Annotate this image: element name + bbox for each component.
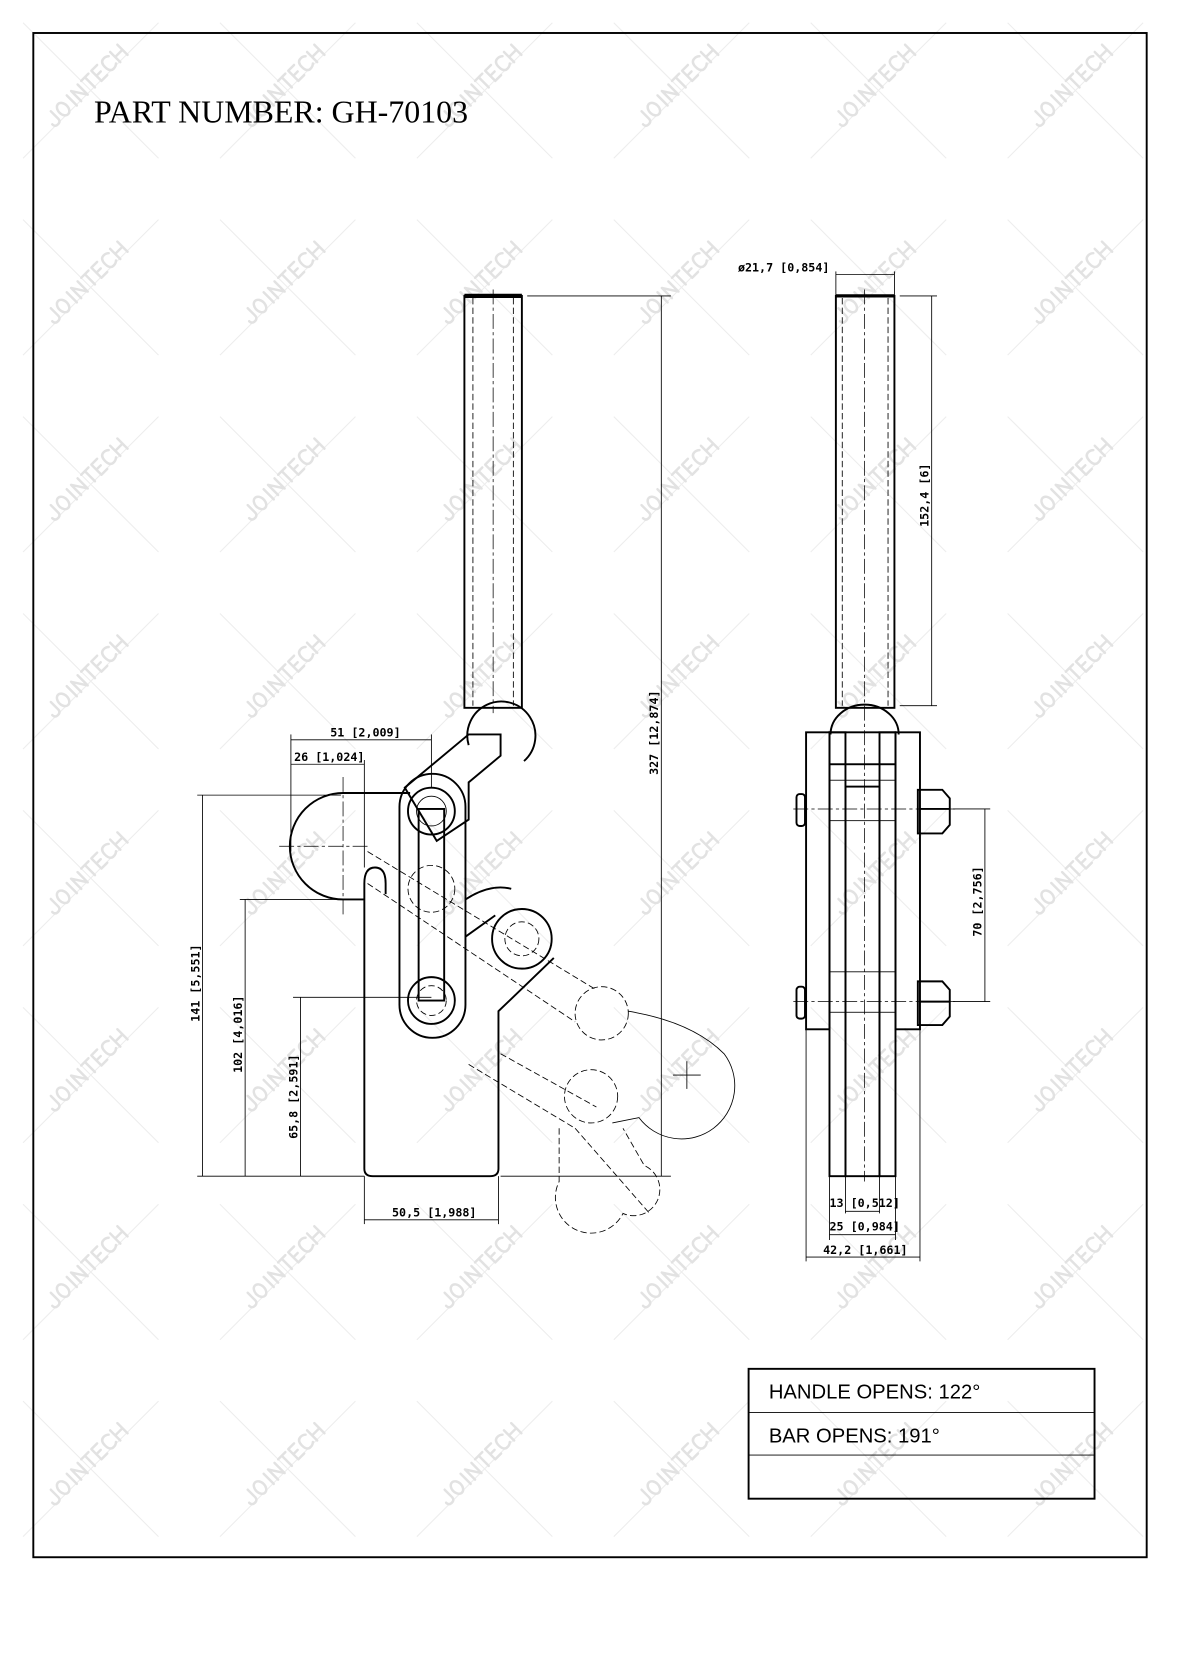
- watermark-logo: [1007, 416, 1144, 553]
- part-number-title: PART NUMBER: GH-70103: [94, 94, 468, 129]
- watermark-logo: [22, 1006, 159, 1144]
- watermark-logo: [1007, 22, 1144, 159]
- watermark-logo: [416, 810, 553, 947]
- nut-bottom: [916, 980, 951, 1026]
- handle-opens-row: HANDLE OPENS: 122°: [769, 1382, 980, 1404]
- watermark-logo: [219, 22, 356, 159]
- drawing-border: [32, 32, 1148, 1559]
- watermark-logo: [22, 219, 159, 356]
- bolt-head-bottom: [795, 985, 806, 1020]
- outer-plate-left: [805, 731, 831, 1031]
- watermark-logo: [219, 810, 356, 947]
- watermark-logo: [810, 416, 947, 553]
- watermark-logo: [416, 1203, 553, 1341]
- pivot-pin-right: [491, 908, 553, 970]
- watermark-logo: [22, 416, 159, 553]
- dim-base-width: 50,5 [1,988]: [392, 1206, 476, 1220]
- watermark-logo: [1007, 1006, 1144, 1144]
- watermark-logo: [613, 1400, 750, 1538]
- watermark-logo: [1007, 613, 1144, 750]
- outer-plate-right: [894, 731, 921, 1031]
- pivot-pin-top: [407, 786, 456, 836]
- spec-table: HANDLE OPENS: 122° BAR OPENS: 191°: [747, 1367, 1096, 1500]
- watermark-logo: [22, 1203, 159, 1341]
- dim-width-top: 51 [2,009]: [330, 726, 400, 740]
- watermark-logo: [1007, 219, 1144, 356]
- dim-handle-dia: ø21,7 [0,854]: [738, 260, 829, 274]
- dim-overall-width: 42,2 [1,661]: [823, 1243, 907, 1257]
- dim-width-inner: 26 [1,024]: [294, 750, 364, 764]
- watermark-logo: [613, 416, 750, 553]
- dim-height-pin: 65,8 [2,591]: [286, 1054, 300, 1138]
- watermark-logo: [219, 1400, 356, 1538]
- watermark-logo: [219, 219, 356, 356]
- watermark-logo: [22, 810, 159, 947]
- base-ear: [288, 792, 411, 901]
- watermark-logo: [613, 219, 750, 356]
- watermark-logo: [416, 22, 553, 159]
- watermark-logo: [22, 613, 159, 750]
- pivot-pin-bottom: [407, 976, 456, 1025]
- dim-overall-height: 327 [12,874]: [647, 690, 661, 774]
- watermark-logo: [22, 22, 159, 159]
- watermark-logo: [613, 810, 750, 947]
- dim-height-total: 141 [5,551]: [188, 944, 202, 1021]
- watermark-logo: [219, 1203, 356, 1341]
- watermark-logo: [416, 219, 553, 356]
- dim-height-mid: 102 [4,016]: [231, 996, 245, 1073]
- watermark-logo: [1007, 1400, 1144, 1538]
- open-position-ghost: [367, 851, 736, 1234]
- watermark-logo: [219, 613, 356, 750]
- watermark-logo: [416, 1400, 553, 1538]
- handle-arm: [403, 733, 502, 843]
- bar-opens-row: BAR OPENS: 191°: [769, 1425, 940, 1447]
- side-view: 70 [2,756] ø21,7 [0,854] 152,4 [6] 13 [0…: [738, 260, 991, 1262]
- watermark-logo: [613, 22, 750, 159]
- watermark-logo: [810, 1006, 947, 1144]
- watermark-logo: [22, 1400, 159, 1538]
- watermark-logo: [219, 1006, 356, 1144]
- front-view: 51 [2,009] 26 [1,024] 141 [5,551] 102 [4…: [188, 289, 736, 1234]
- watermark-logo: [416, 1006, 553, 1144]
- watermark-logo: [810, 1400, 947, 1538]
- watermark-layer: [22, 22, 1144, 1538]
- nut-top: [916, 788, 951, 835]
- dim-handle-length: 152,4 [6]: [917, 464, 931, 527]
- watermark-logo: [613, 613, 750, 750]
- dim-plate-width: 25 [0,984]: [829, 1219, 899, 1233]
- watermark-logo: [416, 416, 553, 553]
- dim-bolt-spacing: 70 [2,756]: [971, 866, 985, 936]
- watermark-logo: [416, 613, 553, 750]
- watermark-logo: [810, 613, 947, 750]
- watermark-logo: [613, 1203, 750, 1341]
- base-body: [363, 866, 555, 1178]
- watermark-logo: [810, 22, 947, 159]
- handle-ball: [466, 700, 537, 762]
- bolt-head-top: [795, 793, 806, 827]
- watermark-logo: [810, 219, 947, 356]
- watermark-logo: [1007, 810, 1144, 947]
- link-plate: [398, 772, 467, 1039]
- watermark-logo: [219, 416, 356, 553]
- dim-inner-gap: 13 [0,512]: [829, 1196, 899, 1210]
- watermark-logo: [810, 1203, 947, 1341]
- watermark-logo: [1007, 1203, 1144, 1341]
